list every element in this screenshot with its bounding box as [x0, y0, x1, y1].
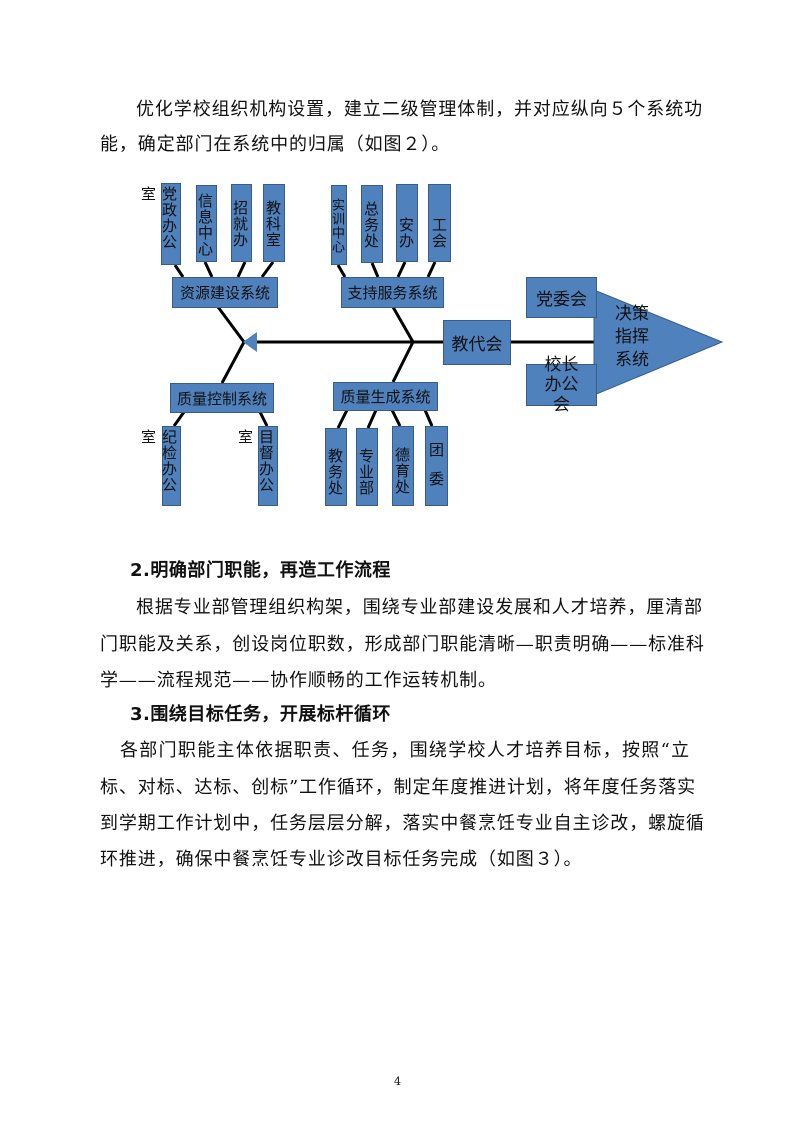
intro-line: 优化学校组织机构设置，建立二级管理体制，并对应纵向５个系统功 — [136, 99, 703, 120]
quality-control-system-box: 质量控制系统 — [170, 383, 274, 413]
support-system-box: 支持服务系统 — [341, 277, 444, 308]
intro-line: 能，确定部门在系统中的归属（如图２）。 — [100, 134, 451, 155]
section-3-line: 环推进，确保中餐烹饪专业诊改目标任务完成（如图３）。 — [100, 849, 583, 870]
unit-box: 党政办公室 — [139, 183, 181, 265]
section-2-line: 学——流程规范——协作顺畅的工作运转机制。 — [100, 670, 497, 691]
decision-system-label: 决策指挥系统 — [615, 304, 649, 370]
section-3-heading: 3.围绕目标任务，开展标杆循环 — [130, 704, 391, 725]
unit-box: 实训中心 — [329, 185, 347, 265]
unit-box: 安办 — [396, 184, 418, 262]
section-2-line: 根据专业部管理组织构架，围绕专业部建设发展和人才培养，厘清部 — [136, 597, 703, 618]
section-2-heading: 2.明确部门职能，再造工作流程 — [130, 560, 391, 581]
party-committee-box: 党委会 — [526, 277, 597, 318]
quality-generation-system-box: 质量生成系统 — [333, 382, 438, 411]
decision-triangle — [593, 289, 724, 396]
resource-system-box: 资源建设系统 — [172, 277, 278, 308]
unit-box: 工会 — [428, 184, 451, 262]
principal-office-box: 校长办公会 — [526, 355, 597, 415]
unit-box: 信息中心 — [196, 185, 217, 262]
unit-box: 目督办公室 — [236, 426, 278, 506]
section-2-line: 门职能及关系，创设岗位职数，形成部门职能清晰—职责明确——标准科 — [100, 634, 705, 655]
unit-box: 教科室 — [263, 184, 285, 262]
unit-box: 纪检办公室 — [139, 426, 181, 506]
section-3-line: 到学期工作计划中，任务层层分解，落实中餐烹饪专业自主诊改，螺旋循 — [100, 813, 705, 834]
unit-box: 教务处 — [325, 428, 347, 506]
unit-box: 招就办 — [231, 184, 252, 262]
section-3-line: 标、对标、达标、创标”工作循环，制定年度推进计划，将年度任务落实 — [100, 777, 696, 798]
unit-box: 总务处 — [361, 185, 383, 263]
unit-box: 专业部 — [356, 428, 378, 506]
page-number: 4 — [394, 1075, 401, 1088]
unit-box: 团委 — [425, 426, 448, 506]
spine-arrow-head — [243, 332, 257, 352]
unit-box: 德育处 — [392, 426, 414, 506]
congress-box: 教代会 — [443, 320, 511, 365]
section-3-line: 各部门职能主体依据职责、任务，围绕学校人才培养目标，按照“立 — [120, 740, 690, 761]
